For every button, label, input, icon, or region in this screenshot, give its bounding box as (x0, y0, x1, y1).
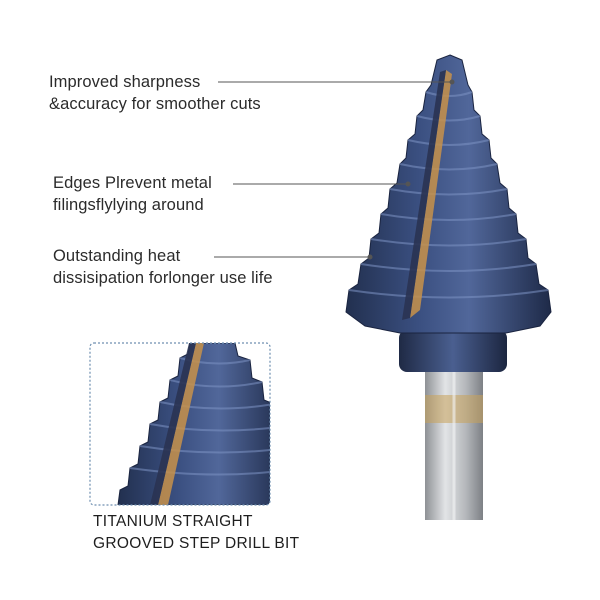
product-caption-line1: TITANIUM STRAIGHT (93, 513, 253, 530)
callout-heat-line2: dissisipation forlonger use life (53, 269, 273, 287)
product-caption: TITANIUM STRAIGHT GROOVED STEP DRILL BIT (93, 511, 299, 555)
callout-edges-line2: filingsflylying around (53, 196, 204, 214)
inset-border (89, 342, 271, 506)
callout-dot-1 (449, 79, 455, 85)
drill-collar (399, 330, 507, 372)
groove-highlight (410, 70, 452, 318)
callout-heat-line1: Outstanding heat (53, 247, 181, 265)
callout-dot-2 (405, 181, 411, 187)
callout-edges: Edges Plrevent metal filingsflylying aro… (53, 172, 212, 216)
callout-heat: Outstanding heat dissisipation forlonger… (53, 245, 273, 289)
callout-edges-line1: Edges Plrevent metal (53, 174, 212, 192)
callout-dot-3 (367, 254, 373, 260)
step-drill-bit-image (345, 54, 552, 520)
callout-sharpness: Improved sharpness &accuracy for smoothe… (49, 71, 261, 115)
callout-sharpness-line1: Improved sharpness (49, 73, 201, 91)
inset-zoom-box (89, 342, 271, 506)
product-caption-line2: GROOVED STEP DRILL BIT (93, 535, 300, 552)
callout-sharpness-line2: &accuracy for smoother cuts (49, 95, 261, 113)
